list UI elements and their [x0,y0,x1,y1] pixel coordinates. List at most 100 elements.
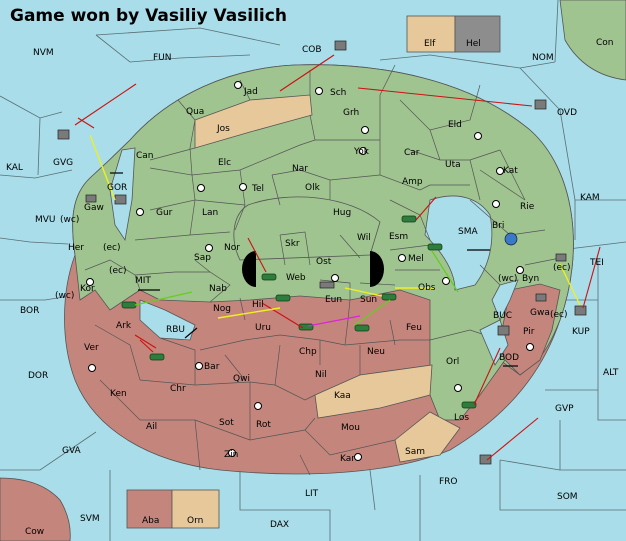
province-hel[interactable] [454,15,501,53]
label-sch: Sch [330,88,346,98]
label-bod: BOD [499,353,519,363]
label-lit: LIT [305,489,319,499]
label-nvm: NVM [33,48,54,58]
label-kaa: Kaa [334,391,351,401]
label-nar: Nar [292,164,308,174]
green-order-arrows [134,250,459,326]
label-ark: Ark [116,321,132,331]
label-jad: Jad [243,87,258,97]
label-nil: Nil [315,370,327,380]
label-bar: Bar [204,362,220,372]
label-yok: Yok [353,147,370,157]
label-los: Los [454,413,469,423]
connection-arrows [110,172,518,367]
yellow-order-arrows [89,134,581,319]
label-bri: Bri [492,221,504,231]
label-olk: Olk [305,183,321,193]
province-los[interactable] [429,329,506,421]
province-sam[interactable] [394,411,461,463]
label-chp: Chp [299,347,317,357]
label-aba: Aba [142,516,159,526]
red-order-arrows [74,54,601,461]
marker-left-icon [242,251,256,287]
label-rie: Rie [520,202,535,212]
label-mvu: MVU [35,215,56,225]
label-neu: Neu [367,347,385,357]
label-kar: Kar [340,454,355,464]
label-som: SOM [557,492,578,502]
label-ver: Ver [84,343,99,353]
inner-hub [233,196,381,261]
marker-right-icon [370,251,384,287]
label-byn: Byn [522,274,539,284]
label-skr: Skr [285,239,300,249]
label-kam: KAM [580,193,600,203]
sea-buc[interactable] [491,279,519,321]
label-wil: Wil [357,233,371,243]
label-nor: Nor [224,243,240,253]
label-byn-wc: (wc) [498,274,517,284]
label-web: Web [286,273,306,283]
label-orl: Orl [446,357,459,367]
label-sap: Sap [194,253,211,263]
label-grh: Grh [343,108,359,118]
sea-rbu[interactable] [139,299,196,341]
magenta-order-arrow [307,315,361,327]
label-byn-ec: (ec) [553,263,571,273]
label-buc: BUC [493,311,512,321]
label-sma: SMA [458,227,478,237]
label-kal: KAL [6,163,23,173]
province-con[interactable] [559,0,626,81]
label-mit: MIT [135,276,151,286]
supply-centers [86,81,534,461]
label-fro: FRO [439,477,458,487]
label-elf: Elf [424,39,436,49]
label-gor: GOR [107,183,127,193]
label-chr: Chr [170,384,186,394]
game-title: Game won by Vasiliy Vasilich [10,6,287,26]
label-tei: TEI [589,258,604,268]
label-hel: Hel [466,39,481,49]
label-sun: Sun [360,295,377,305]
army-units [121,215,477,409]
label-nog: Nog [213,304,231,314]
label-car: Car [404,148,420,158]
land-borders [84,64,561,476]
label-gaw-wc: (wc) [60,215,79,225]
label-gvg: GVG [53,158,73,168]
label-qwi: Qwi [233,374,250,384]
label-ail: Ail [146,422,157,432]
province-orn[interactable] [171,489,220,529]
label-cob: COB [302,45,322,55]
label-gwa: Gwa [530,308,550,318]
label-gur: Gur [156,208,173,218]
blue-unit-icon [504,232,518,246]
sea-sma[interactable] [424,195,493,291]
label-rot: Rot [256,420,271,430]
label-kor-wc: (wc) [55,291,74,301]
province-elf[interactable] [406,15,456,53]
label-rbu: RBU [166,325,185,335]
label-qua: Qua [186,107,204,117]
label-bor: BOR [20,306,39,316]
label-hug: Hug [333,208,351,218]
label-uru: Uru [255,323,271,333]
label-dax: DAX [270,520,289,530]
label-can: Can [136,151,154,161]
label-kup: KUP [572,327,590,337]
label-hil: Hil [252,300,264,310]
label-gwa-ec: (ec) [550,310,568,320]
label-her: Her [68,243,84,253]
label-obs: Obs [418,283,436,293]
label-cow: Cow [25,527,44,537]
sea-gor[interactable] [109,147,136,242]
province-labels: COB NVM FUN NOM Con Elf Hel OVD KAL GVG … [6,38,619,537]
province-cow[interactable] [0,477,71,541]
label-zin: Zin [224,450,238,460]
label-esm: Esm [389,232,408,242]
label-gaw-ec: (ec) [103,243,121,253]
label-kor-ec: (ec) [109,266,127,276]
label-sot: Sot [219,418,234,428]
label-eld: Eld [448,120,462,130]
